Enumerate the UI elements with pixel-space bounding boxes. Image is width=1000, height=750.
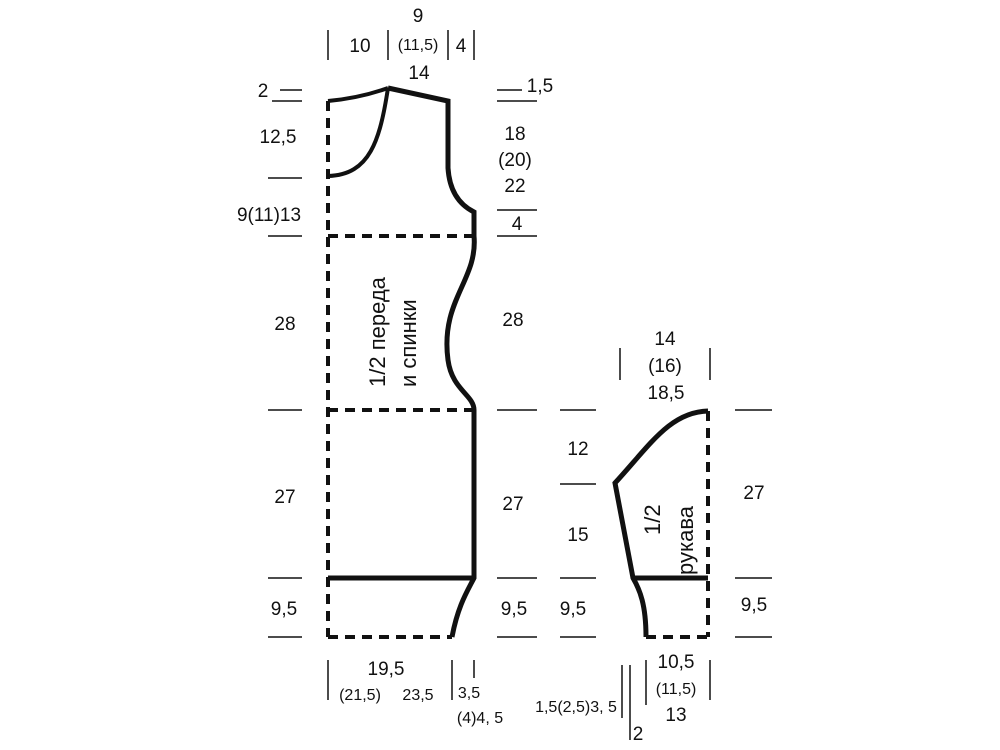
neck-top-edge (327, 86, 389, 103)
body-bottom-ticks (327, 660, 475, 700)
body-right-waist: 28 (502, 310, 523, 331)
sleeve-caption-line2: рукава (673, 505, 698, 575)
body-neck-width-1: 9 (413, 6, 424, 27)
body-side-shift-1: 3,5 (458, 685, 480, 702)
sleeve-top-width-2: (16) (648, 356, 682, 377)
sleeve-bottom-shift: 1,5(2,5)3, 5 (535, 699, 617, 716)
body-bottom-width-2: (21,5) (339, 687, 381, 704)
body-neck-width-3: 14 (408, 63, 430, 84)
body-outline (387, 85, 477, 638)
body-right-armhole-3: 22 (504, 176, 525, 197)
body-left-ticks (268, 89, 302, 638)
body-left-hem: 9,5 (271, 599, 297, 620)
sleeve-top-width-1: 14 (654, 329, 676, 350)
sleeve-ticks (560, 348, 772, 740)
sleeve-right-length: 27 (743, 483, 764, 504)
body-piece: 1/2 переда и спинки (326, 85, 477, 639)
sleeve-top-width-3: 18,5 (648, 383, 685, 404)
body-left-armhole-lower: 9(11)13 (237, 205, 301, 226)
body-bottom-width-3: 23,5 (402, 687, 433, 704)
sleeve-outline (612, 408, 709, 638)
sleeve-left-cap: 12 (567, 439, 588, 460)
body-neck-width-2: (11,5) (398, 37, 439, 54)
sleeve-bottom-width-1: 10,5 (658, 652, 695, 673)
body-bottom-width-1: 19,5 (368, 659, 405, 680)
body-top-ticks (327, 30, 475, 60)
neckline (327, 87, 390, 178)
body-side-shift-2: (4)4, 5 (457, 710, 503, 727)
sleeve-bottom-step: 2 (633, 724, 644, 745)
body-left-neck-depth: 12,5 (260, 127, 297, 148)
body-right-hem: 9,5 (501, 599, 527, 620)
body-left-shoulder-drop: 2 (258, 81, 269, 102)
body-left-waist: 28 (274, 314, 295, 335)
sleeve-right-cuff: 9,5 (741, 595, 767, 616)
sleeve-caption-line1: 1/2 (640, 504, 665, 535)
body-right-armhole-2: (20) (498, 150, 532, 171)
body-caption-line1: 1/2 переда (365, 276, 390, 387)
body-caption-line2: и спинки (396, 299, 421, 387)
sleeve-bottom-width-2: (11,5) (656, 681, 697, 698)
body-left-hip: 27 (274, 487, 295, 508)
body-right-shoulder-slope: 1,5 (527, 76, 553, 97)
body-shoulder-width: 4 (456, 36, 467, 57)
sleeve-bottom-width-3: 13 (665, 705, 686, 726)
body-right-hip: 27 (502, 494, 523, 515)
body-right-ticks (497, 89, 537, 638)
body-top-left-width: 10 (349, 36, 370, 57)
sleeve-piece: 1/2 рукава (612, 408, 710, 639)
sleeve-left-upper: 15 (567, 525, 588, 546)
body-right-armhole-1: 18 (504, 124, 525, 145)
sleeve-left-cuff: 9,5 (560, 599, 586, 620)
body-right-armhole-base: 4 (512, 214, 523, 235)
